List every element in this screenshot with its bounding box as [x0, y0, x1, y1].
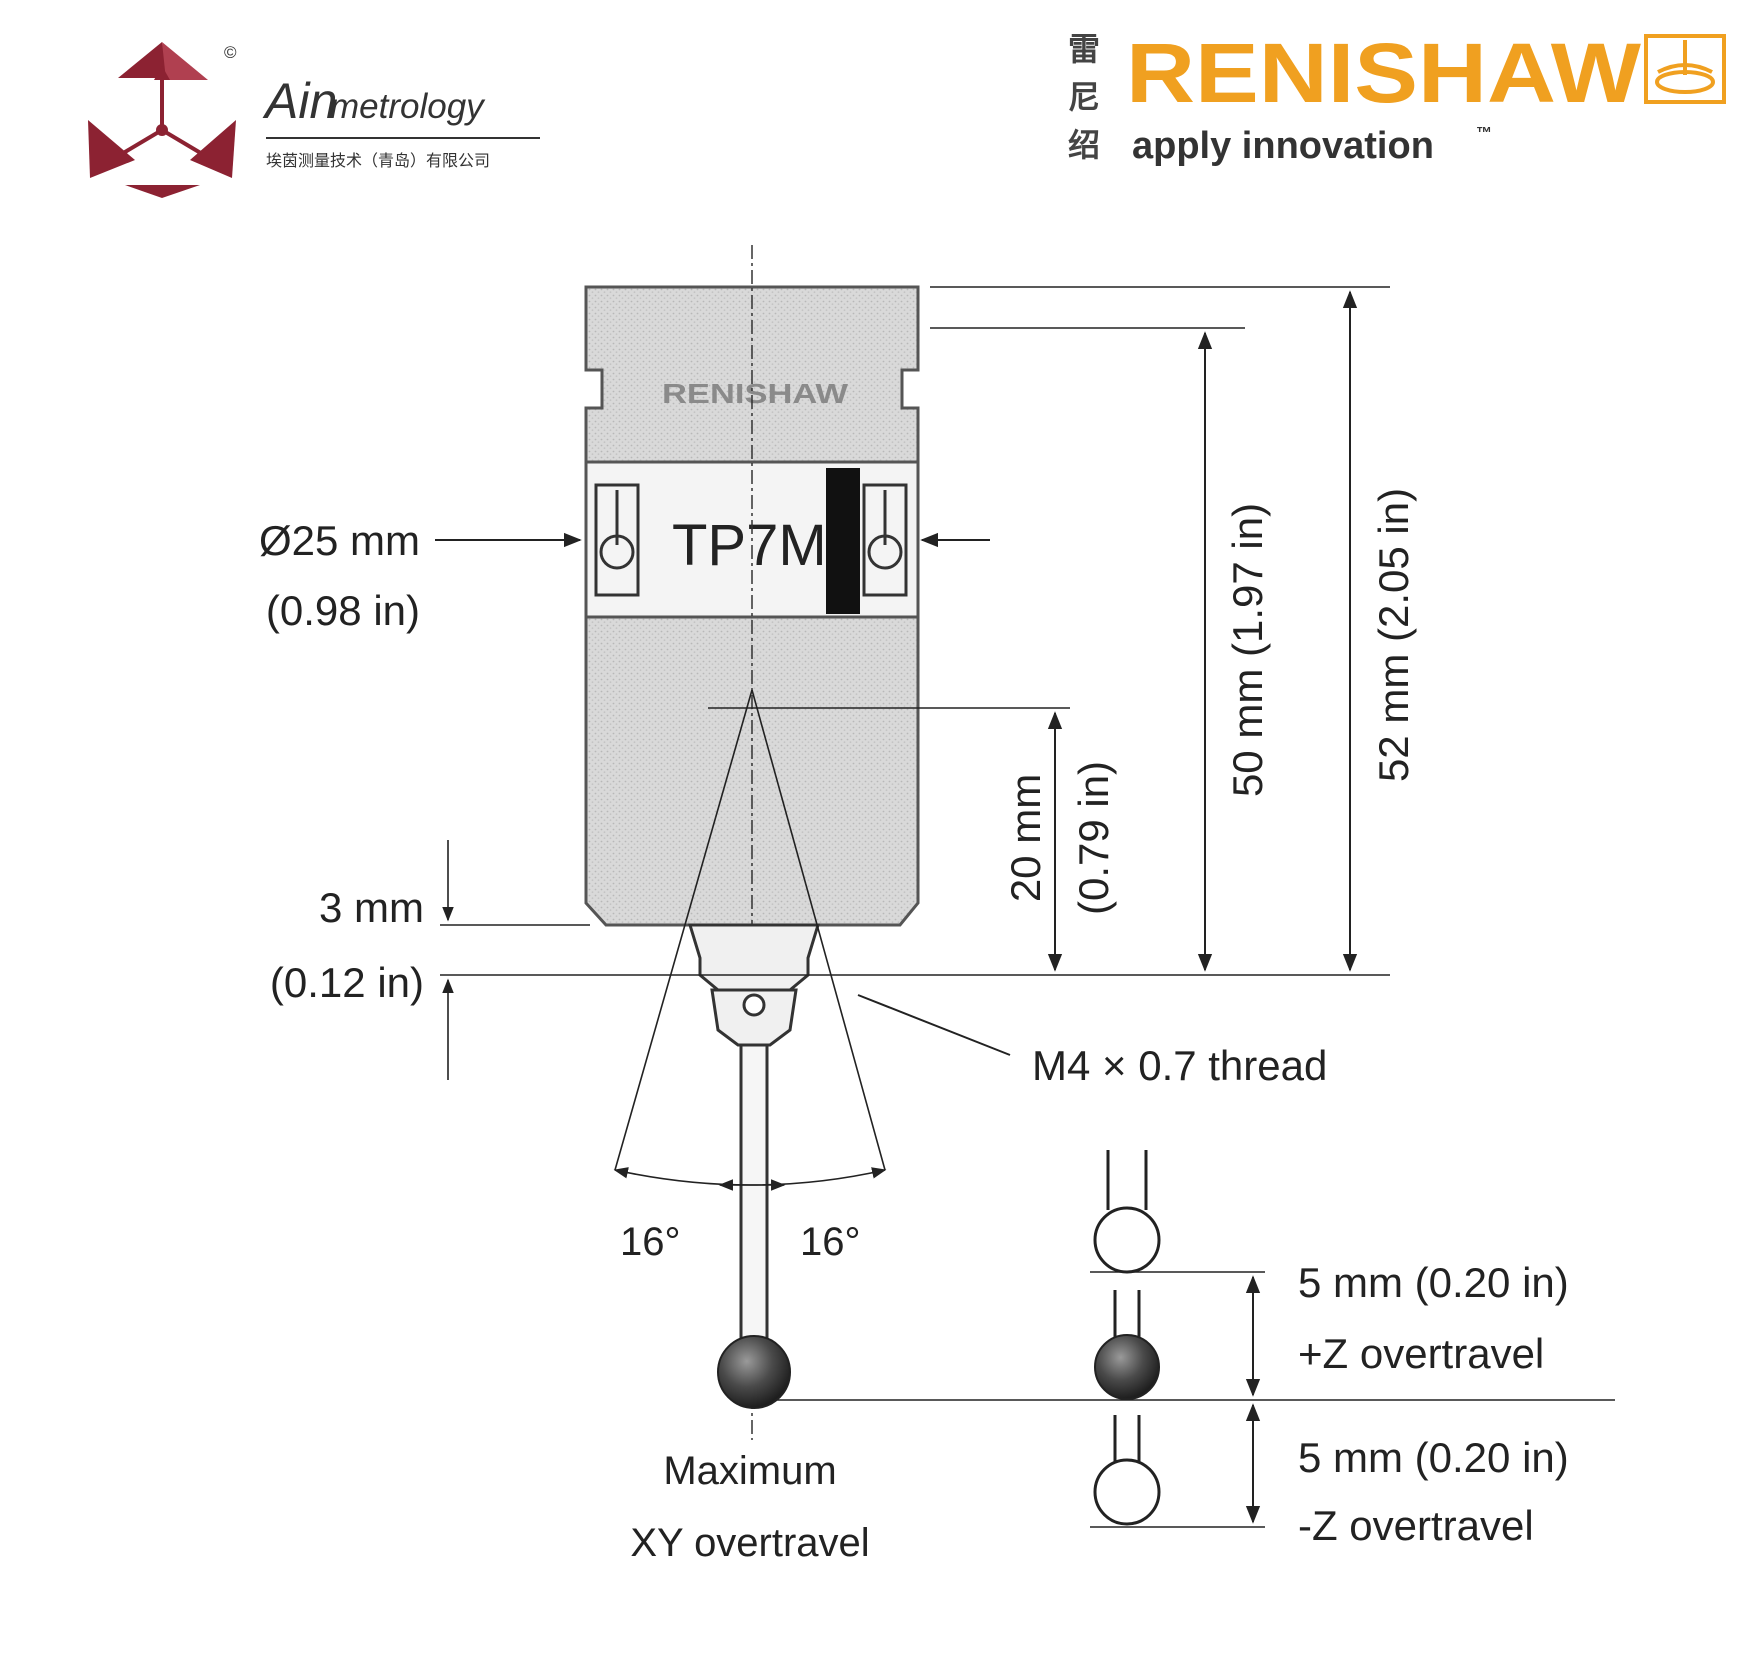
z-ball-middle — [1094, 1334, 1160, 1400]
xy-overtravel-cone — [613, 689, 887, 1191]
company-cn-text: 埃茵测量技术（青岛）有限公司 — [266, 152, 490, 170]
cn-char-3: 绍 — [1068, 126, 1100, 164]
minus-z-amount-label: 5 mm (0.20 in) — [1298, 1434, 1569, 1481]
ain-metrology-logo: © Ain metrology 埃茵测量技术（青岛）有限公司 — [88, 42, 540, 198]
diameter-mm-label: Ø25 mm — [259, 517, 420, 564]
xy-overtravel-line2: XY overtravel — [630, 1521, 869, 1565]
renishaw-emblem-icon — [1644, 34, 1726, 104]
tri-arrow-logo-icon — [88, 42, 236, 198]
probe-neck — [710, 988, 798, 1047]
cn-char-1: 雷 — [1068, 30, 1100, 68]
pivot-20-mm-label: 20 mm — [1002, 774, 1049, 902]
black-indicator-strip — [826, 468, 860, 614]
probe-collar — [687, 923, 821, 992]
angle-right-label: 16° — [800, 1220, 861, 1264]
brand-prefix-text: Ain — [262, 73, 337, 129]
height-extension-lines — [690, 286, 1390, 976]
copyright-mark: © — [224, 43, 237, 62]
minus-z-label: -Z overtravel — [1298, 1502, 1534, 1549]
z-ball-upper — [1093, 1206, 1161, 1274]
collar-mm-label: 3 mm — [319, 884, 424, 931]
xy-overtravel-line1: Maximum — [663, 1449, 836, 1493]
right-slot-icon — [862, 483, 908, 597]
height-52-label: 52 mm (2.05 in) — [1370, 488, 1417, 782]
trademark-mark: ™ — [1476, 125, 1492, 142]
collar-in-label: (0.12 in) — [270, 959, 424, 1006]
z-ball-lower — [1093, 1458, 1161, 1526]
probe-model-label: TP7M — [672, 513, 827, 578]
angle-left-label: 16° — [620, 1220, 681, 1264]
left-slot-icon — [594, 483, 640, 597]
renishaw-brand-text: RENISHAW — [1126, 26, 1642, 120]
plus-z-label: +Z overtravel — [1298, 1330, 1544, 1377]
probe-body: TP7M RENISHAW — [584, 245, 920, 1440]
height-50-label: 50 mm (1.97 in) — [1224, 503, 1271, 797]
thread-leader-line — [857, 994, 1011, 1056]
pivot-20-in-label: (0.79 in) — [1070, 761, 1117, 915]
tagline-text: apply innovation — [1132, 125, 1434, 167]
collar-dimension — [440, 840, 690, 1080]
stylus-shaft — [739, 1043, 769, 1347]
neck-hole — [742, 993, 766, 1017]
probe-engraved-brand: RENISHAW — [662, 378, 849, 409]
stylus-ball — [717, 1335, 791, 1409]
z-overtravel-detail — [775, 1150, 1615, 1528]
renishaw-logo: 雷 尼 绍 RENISHAW apply innovation ™ — [1068, 26, 1726, 167]
plus-z-amount-label: 5 mm (0.20 in) — [1298, 1259, 1569, 1306]
thread-label: M4 × 0.7 thread — [1032, 1042, 1327, 1089]
diameter-in-label: (0.98 in) — [266, 587, 420, 634]
cn-char-2: 尼 — [1068, 78, 1100, 116]
brand-suffix-text: metrology — [330, 87, 486, 126]
